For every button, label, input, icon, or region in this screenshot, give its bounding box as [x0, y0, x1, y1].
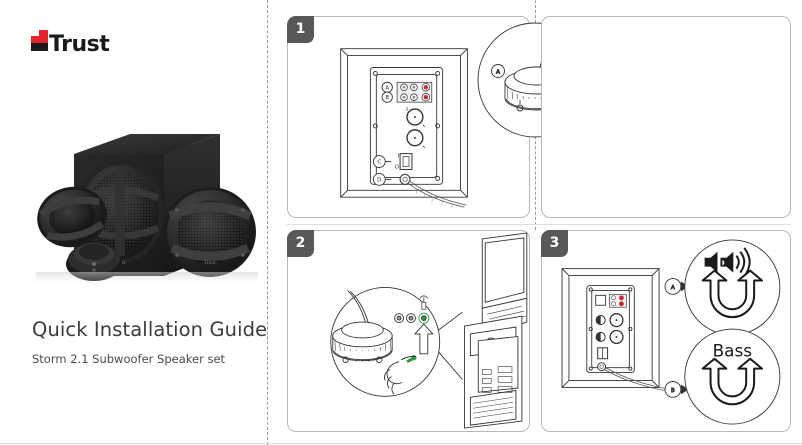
svg-text:O: O	[395, 164, 399, 170]
step-1-panel-right	[541, 16, 791, 218]
step-3-badge: 3	[541, 230, 568, 257]
page-subtitle: Storm 2.1 Subwoofer Speaker set	[32, 352, 226, 366]
step-3-illustration: A B	[542, 231, 790, 431]
satellite-right: Trust	[164, 187, 256, 277]
fold-line-left	[267, 0, 268, 445]
svg-text:C: C	[377, 160, 381, 166]
svg-text:I: I	[397, 154, 399, 160]
step-1-badge: 1	[287, 16, 314, 43]
page-title: Quick Installation Guide	[32, 318, 268, 341]
trust-logo-wordmark: Trust	[49, 32, 111, 56]
fold-line-horizontal	[287, 224, 791, 225]
satellite-left	[37, 186, 107, 248]
svg-text:Trust: Trust	[49, 32, 110, 56]
bass-label: Bass	[713, 341, 752, 361]
fold-tick	[535, 0, 536, 1]
svg-text:D: D	[377, 177, 381, 183]
product-photo: Trust Trust	[36, 112, 258, 287]
step-1-panel: 1	[287, 16, 530, 218]
svg-text:A: A	[671, 285, 675, 291]
step-2-illustration	[288, 231, 529, 431]
cover-panel: Trust	[0, 0, 267, 445]
svg-text:B: B	[385, 95, 389, 101]
page-bottom-rule	[0, 443, 802, 444]
step-1-illustration: A B I O	[288, 17, 529, 217]
svg-text:B: B	[671, 388, 675, 394]
svg-text:Trust: Trust	[204, 260, 216, 266]
trust-logo-mark	[31, 30, 48, 51]
step-2-panel: 2	[287, 230, 530, 432]
svg-text:A: A	[385, 85, 389, 91]
fold-line-middle	[535, 0, 536, 230]
step-2-badge: 2	[287, 230, 314, 257]
trust-logo: Trust	[31, 30, 125, 56]
step-3-panel: 3	[541, 230, 791, 432]
